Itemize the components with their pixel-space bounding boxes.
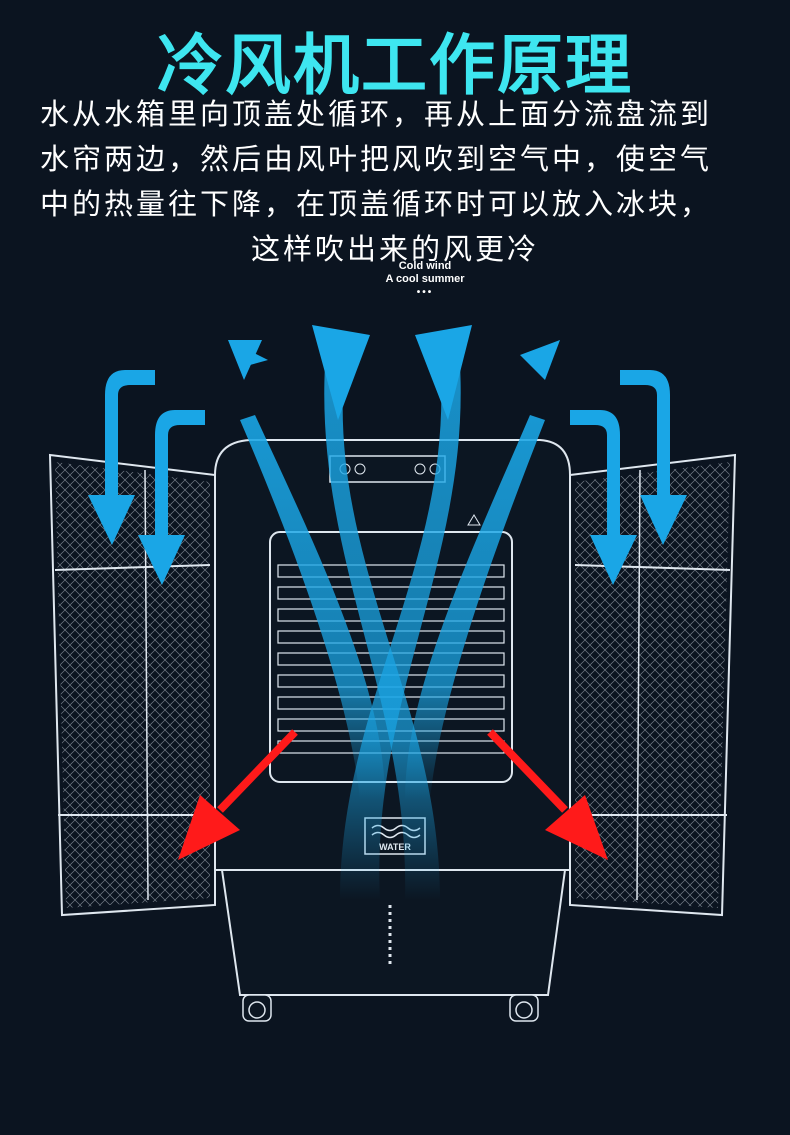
- description-line: 这样吹出来的风更冷: [250, 232, 539, 266]
- hot-air-arrowhead: [545, 795, 608, 860]
- description-line: 水从水箱里向顶盖处循环，再从上面分流盘流到: [40, 97, 713, 131]
- water-flow-arrows-left: [88, 370, 205, 585]
- air-cooler-illustration: WATER: [48, 325, 737, 1022]
- air-outlet-grille: [269, 531, 513, 783]
- page-title: 冷风机工作原理: [157, 27, 633, 104]
- tagline-line: Cold wind: [398, 260, 452, 272]
- cool-air-arrowhead: [520, 340, 560, 380]
- caster-wheel-left: [242, 994, 272, 1022]
- tagline: Cold wind A cool summer •••: [0, 260, 790, 299]
- grille-slat: [277, 608, 505, 622]
- tagline-line: A cool summer: [385, 273, 465, 285]
- grille-slat: [277, 564, 505, 578]
- hot-air-arrows: [178, 729, 608, 860]
- description-line: 中的热量往下降，在顶盖循环时可以放入冰块，: [40, 187, 713, 221]
- caster-wheel-right: [509, 994, 539, 1022]
- cool-air-plume: [240, 360, 545, 900]
- tagline-dots: •••: [416, 287, 434, 298]
- cool-air-arrowhead: [415, 325, 472, 420]
- grille-slat: [277, 586, 505, 600]
- water-flow-arrows-right: [570, 370, 687, 585]
- grille-slat: [277, 630, 505, 644]
- description: 水从水箱里向顶盖处循环，再从上面分流盘流到 水帘两边，然后由风叶把风吹到空气中，…: [40, 92, 750, 272]
- hot-air-arrowhead: [178, 795, 240, 860]
- water-label: WATER: [379, 842, 411, 852]
- cool-air-arrowhead: [312, 325, 370, 420]
- cool-air-arrows-up: [228, 325, 560, 420]
- description-line: 水帘两边，然后由风叶把风吹到空气中，使空气: [40, 142, 713, 176]
